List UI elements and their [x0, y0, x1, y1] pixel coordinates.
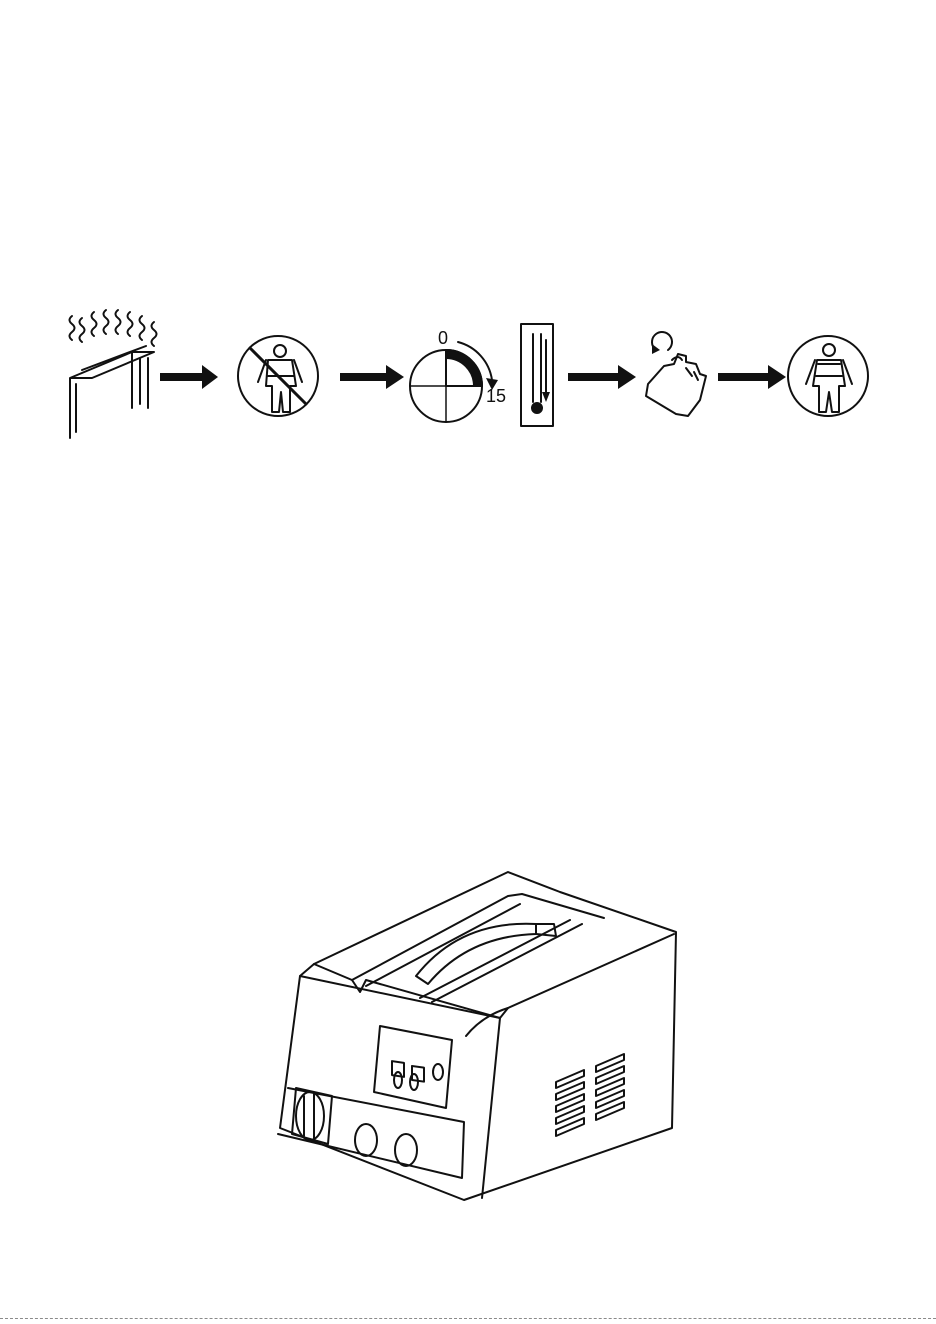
equipment-unit-illustration — [270, 860, 690, 1220]
right-arrow-icon — [160, 365, 218, 389]
page-bottom-rule — [0, 1318, 936, 1319]
timer-end-label: 15 — [486, 386, 506, 406]
no-protective-suit-icon — [238, 336, 318, 416]
right-arrow-icon — [340, 365, 404, 389]
hot-surface-icon — [70, 310, 157, 438]
right-arrow-icon — [718, 365, 786, 389]
vent-slots — [556, 1054, 624, 1136]
protective-suit-icon — [788, 336, 868, 416]
timer-start-label: 0 — [438, 328, 448, 348]
thermometer-icon — [521, 324, 553, 426]
safety-sequence: 0 15 — [0, 300, 936, 460]
timer-icon — [410, 342, 498, 422]
touch-hand-icon — [646, 332, 706, 416]
right-arrow-icon — [568, 365, 636, 389]
